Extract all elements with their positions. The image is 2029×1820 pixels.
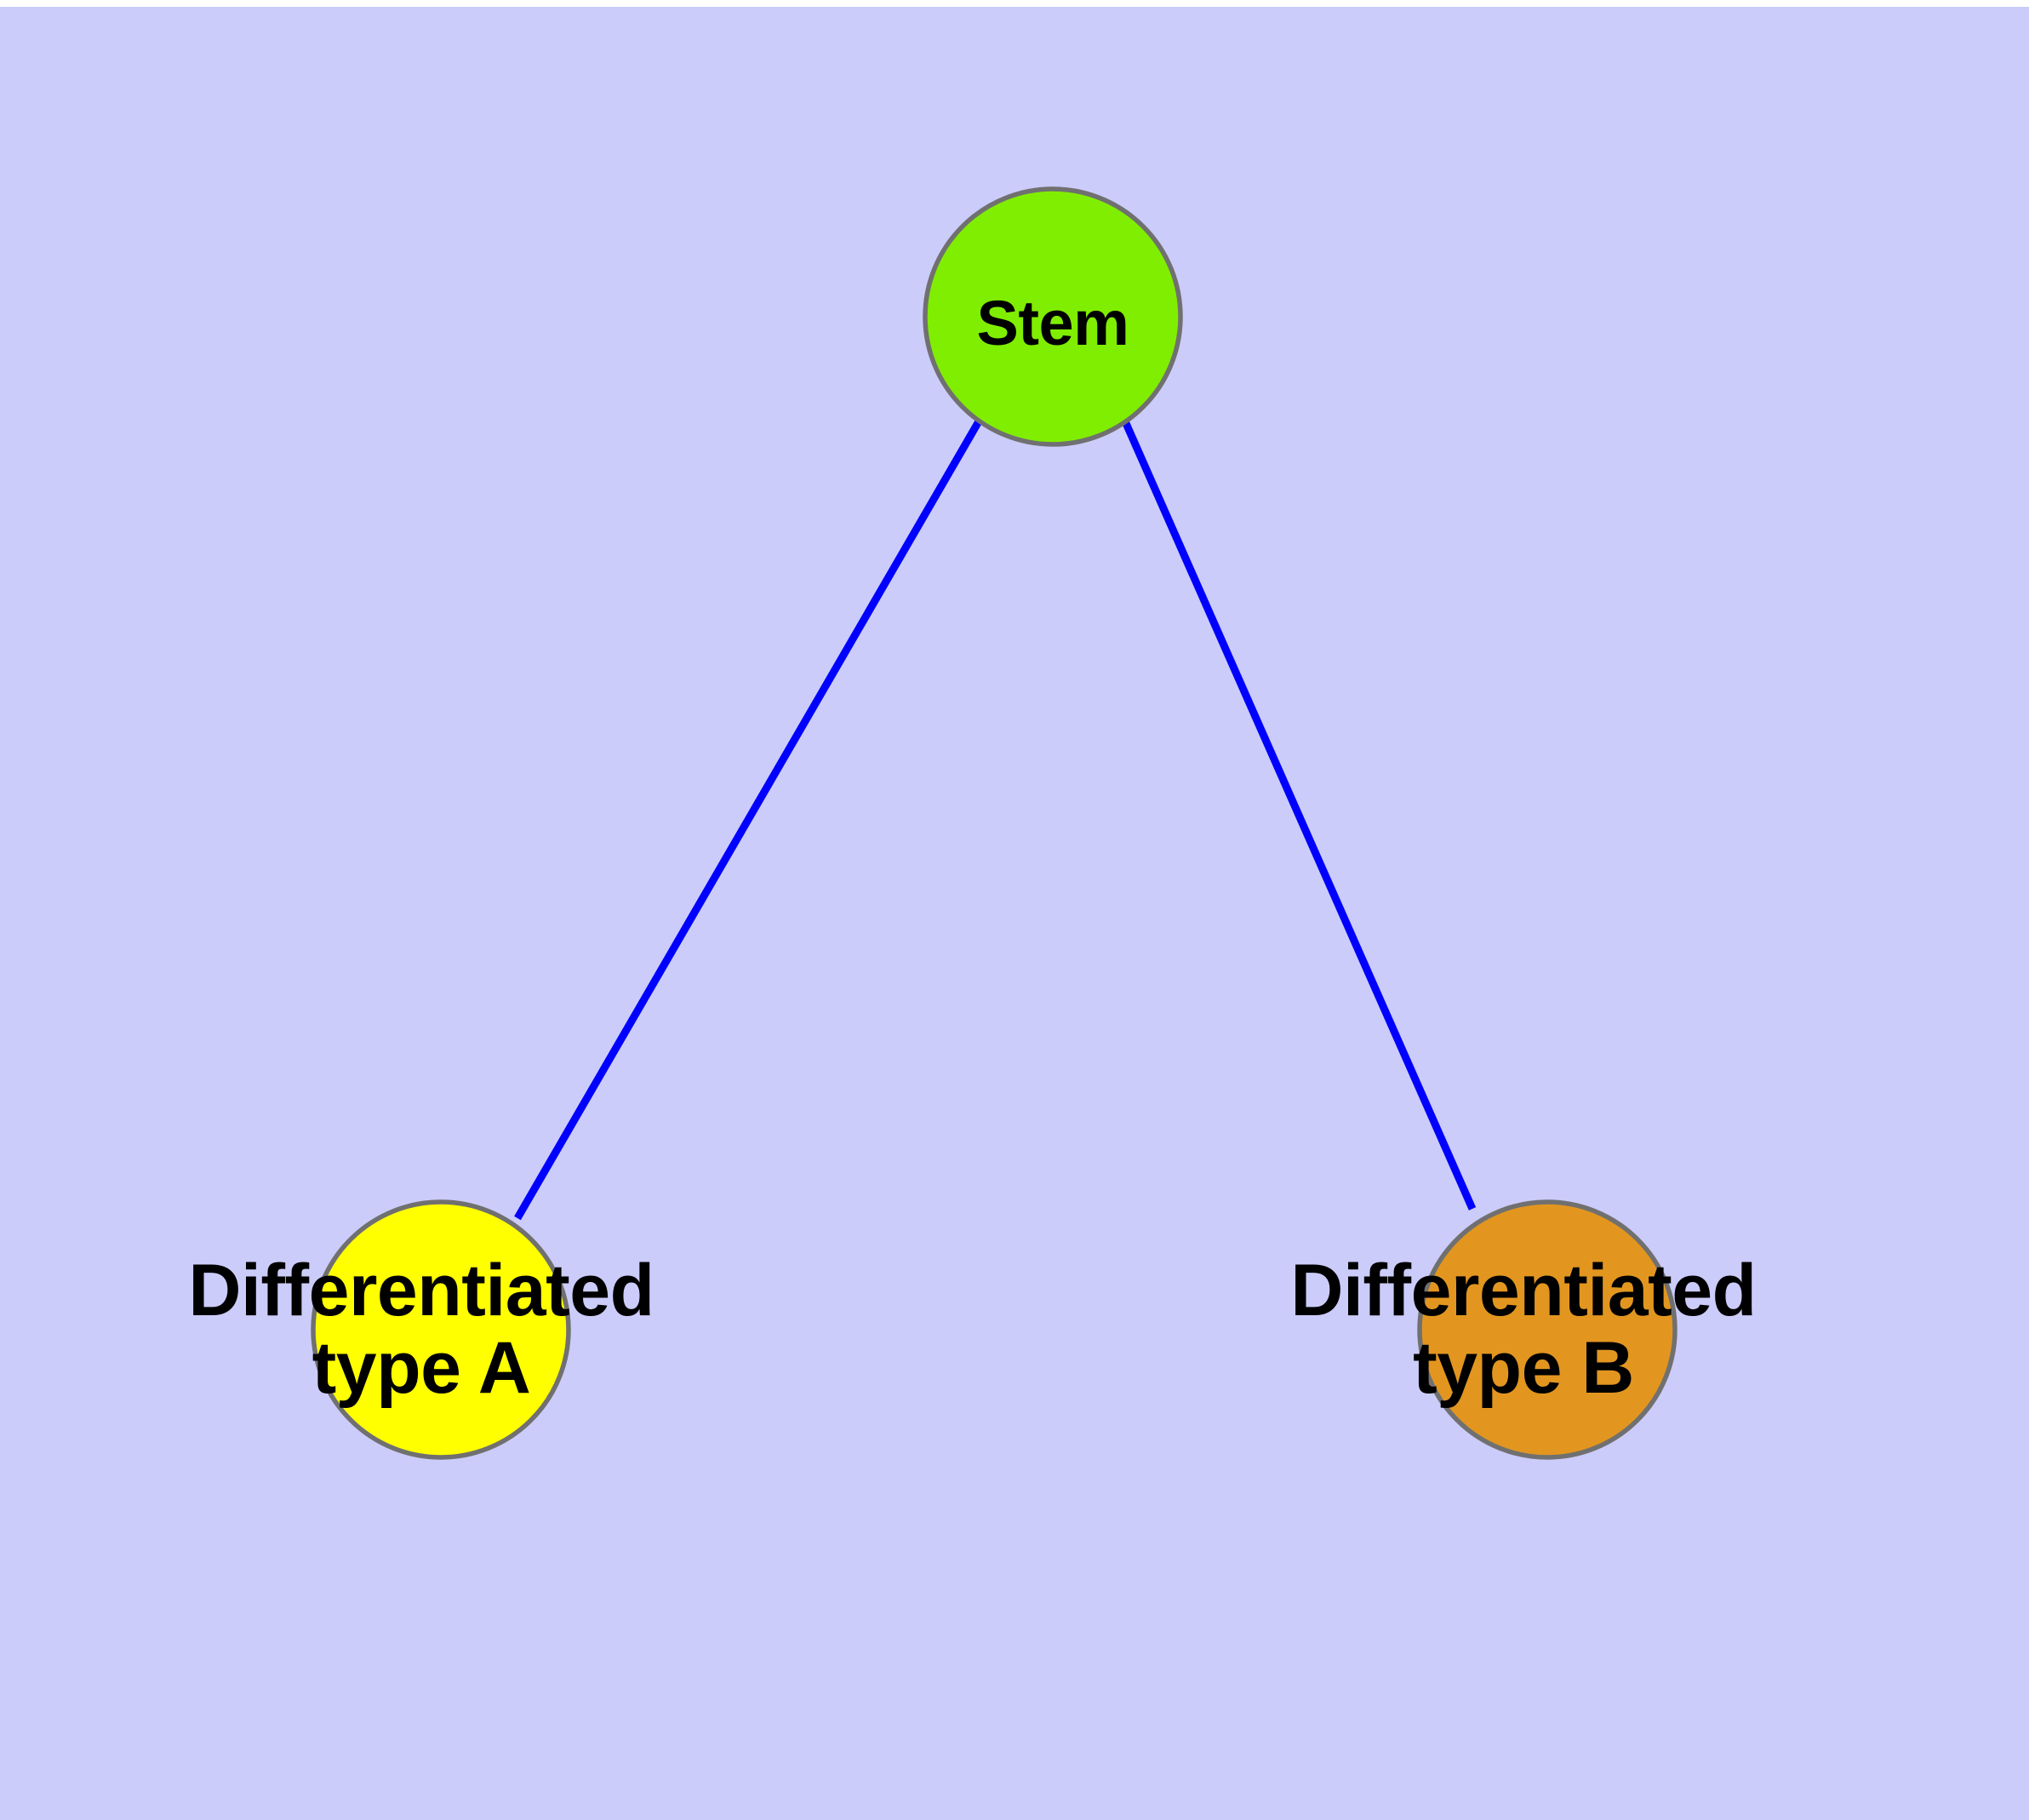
node-stem-circle[interactable]	[923, 186, 1183, 447]
edge-stem-to-diff-a[interactable]	[514, 419, 982, 1221]
node-diff-b-circle[interactable]	[1417, 1199, 1677, 1460]
edge-stem-to-diff-b[interactable]	[1121, 420, 1477, 1210]
graph-svg	[311, 186, 1677, 1460]
edge-layer	[514, 419, 1477, 1221]
diagram-plot-area: Stem Differentiated type A Differentiate…	[0, 7, 2029, 1820]
node-diff-a-circle[interactable]	[311, 1199, 571, 1460]
node-layer	[311, 186, 1677, 1460]
